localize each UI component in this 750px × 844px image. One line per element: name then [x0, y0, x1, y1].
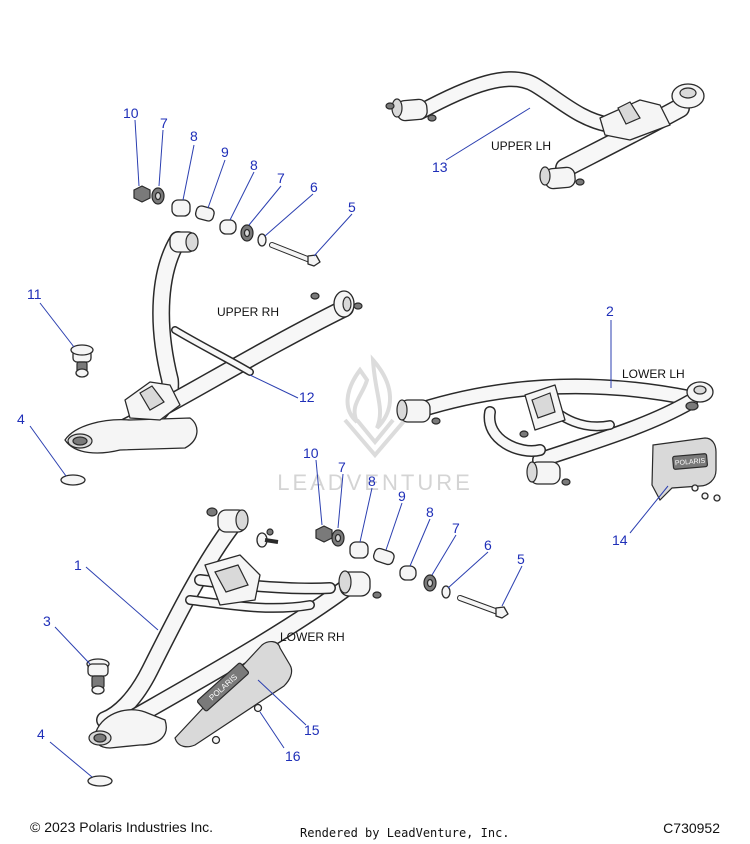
callout-12: 12 [299, 389, 315, 405]
skid-plate-15: POLARIS [174, 641, 293, 748]
callout-8b: 8 [250, 157, 258, 173]
copyright-text: © 2023 Polaris Industries Inc. [30, 819, 214, 835]
fastener-16 [211, 703, 263, 745]
lower-lh-a-arm [396, 378, 714, 486]
callout-4b: 4 [37, 726, 45, 742]
callout-5b: 5 [517, 551, 525, 567]
callout-9a: 9 [221, 144, 229, 160]
callout-14: 14 [612, 532, 628, 548]
callout-7c: 7 [338, 459, 346, 475]
skid-plate-14: POLARIS [651, 437, 721, 502]
label-lower-lh: LOWER LH [622, 367, 685, 381]
snap-ring-4b [87, 775, 113, 787]
callout-4a: 4 [17, 411, 25, 427]
sleeve-9 [194, 205, 215, 222]
bushing-8 [171, 199, 191, 217]
nut-10 [133, 185, 151, 203]
washer-6b [441, 585, 451, 599]
upper-lh-a-arm [385, 71, 705, 190]
callout-6b: 6 [484, 537, 492, 553]
watermark-text: LEADVENTURE [277, 470, 473, 495]
callout-16: 16 [285, 748, 301, 764]
sleeve-9b [372, 547, 395, 566]
callout-15: 15 [304, 722, 320, 738]
label-upper-lh: UPPER LH [491, 139, 551, 153]
diagram-id: C730952 [663, 820, 720, 836]
callout-5a: 5 [348, 199, 356, 215]
callout-10b: 10 [303, 445, 319, 461]
callout-10a: 10 [123, 105, 139, 121]
rendered-by-text: Rendered by LeadVenture, Inc. [300, 826, 510, 840]
callout-7a: 7 [160, 115, 168, 131]
callout-7d: 7 [452, 520, 460, 536]
callout-2: 2 [606, 303, 614, 319]
bushing-8b [219, 219, 237, 235]
bolt-5b [495, 606, 509, 619]
leadventure-watermark: LEADVENTURE [277, 354, 473, 495]
callout-11: 11 [27, 286, 42, 302]
upper-rh-hardware [133, 185, 321, 267]
pivot-bolt-lower-rh [256, 528, 279, 548]
callout-6a: 6 [310, 179, 318, 195]
nut-10b [315, 525, 333, 543]
callout-8c: 8 [368, 473, 376, 489]
label-lower-rh: LOWER RH [280, 630, 345, 644]
brand-mark-14: POLARIS [675, 458, 706, 468]
callout-8d: 8 [426, 504, 434, 520]
callout-9b: 9 [398, 488, 406, 504]
bolt-5 [307, 254, 321, 267]
washer-6 [257, 233, 267, 247]
upper-rh-a-arm [64, 231, 363, 454]
bushing-8d [399, 565, 417, 581]
lower-rh-a-arm [88, 507, 382, 749]
ball-joint-11 [70, 344, 94, 378]
callout-3: 3 [43, 613, 51, 629]
ball-joint-3 [86, 658, 110, 695]
label-upper-rh: UPPER RH [217, 305, 279, 319]
flame-logo-icon [343, 354, 407, 459]
snap-ring-4a [60, 474, 86, 486]
callout-8a: 8 [190, 128, 198, 144]
callout-7b: 7 [277, 170, 285, 186]
lower-rh-hardware [315, 525, 509, 619]
callout-1: 1 [74, 557, 82, 573]
callout-13: 13 [432, 159, 448, 175]
bushing-8c [349, 541, 369, 559]
